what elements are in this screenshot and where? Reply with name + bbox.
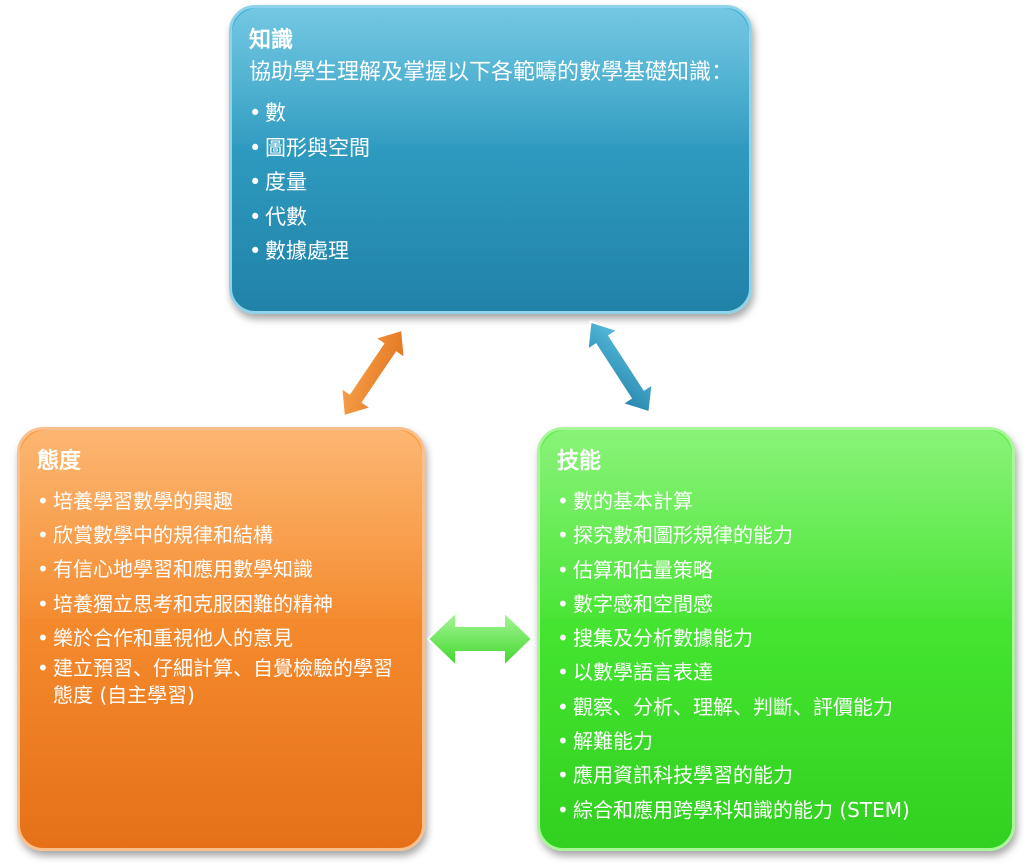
list-item: 數據處理 [249,234,733,269]
attitude-box: 態度 培養學習數學的興趣 欣賞數學中的規律和結構 有信心地學習和應用數學知識 培… [17,427,425,851]
knowledge-intro: 協助學生理解及掌握以下各範疇的數學基礎知識： [249,60,734,85]
attitude-title: 態度 [37,448,82,474]
double-arrow-icon [340,328,406,418]
list-item: 觀察、分析、理解、判斷、評價能力 [557,690,1002,725]
list-item: 有信心地學習和應用數學知識 [37,552,412,586]
list-item: 數字感和空間感 [557,587,1002,622]
double-arrow-icon [586,320,654,414]
list-item: 數 [249,96,733,131]
list-item: 數的基本計算 [557,484,1002,519]
list-item: 應用資訊科技學習的能力 [557,758,1002,793]
list-item: 代數 [249,200,733,235]
list-item: 培養獨立思考和克服困難的精神 [37,587,412,621]
skills-title: 技能 [557,448,602,474]
list-item: 培養學習數學的興趣 [37,484,412,518]
list-item: 搜集及分析數據能力 [557,621,1002,656]
knowledge-title: 知識 [249,27,294,53]
list-item: 圖形與空間 [249,131,733,166]
knowledge-list: 數 圖形與空間 度量 代數 數據處理 [249,96,733,269]
double-arrow-icon [426,609,534,669]
attitude-list: 培養學習數學的興趣 欣賞數學中的規律和結構 有信心地學習和應用數學知識 培養獨立… [37,484,412,709]
list-item: 樂於合作和重視他人的意見 [37,621,412,655]
list-item: 綜合和應用跨學科知識的能力 (STEM) [557,793,1002,828]
list-item: 欣賞數學中的規律和結構 [37,518,412,552]
list-item: 估算和估量策略 [557,553,1002,588]
list-item: 以數學語言表達 [557,655,1002,690]
knowledge-box: 知識 協助學生理解及掌握以下各範疇的數學基礎知識： 數 圖形與空間 度量 代數 … [229,5,752,314]
skills-box: 技能 數的基本計算 探究數和圖形規律的能力 估算和估量策略 數字感和空間感 搜集… [537,427,1015,851]
list-item: 探究數和圖形規律的能力 [557,518,1002,553]
list-item: 度量 [249,165,733,200]
list-item: 解難能力 [557,724,1002,759]
list-item: 建立預習、仔細計算、自覺檢驗的學習態度 (自主學習) [37,655,412,709]
skills-list: 數的基本計算 探究數和圖形規律的能力 估算和估量策略 數字感和空間感 搜集及分析… [557,484,1002,827]
